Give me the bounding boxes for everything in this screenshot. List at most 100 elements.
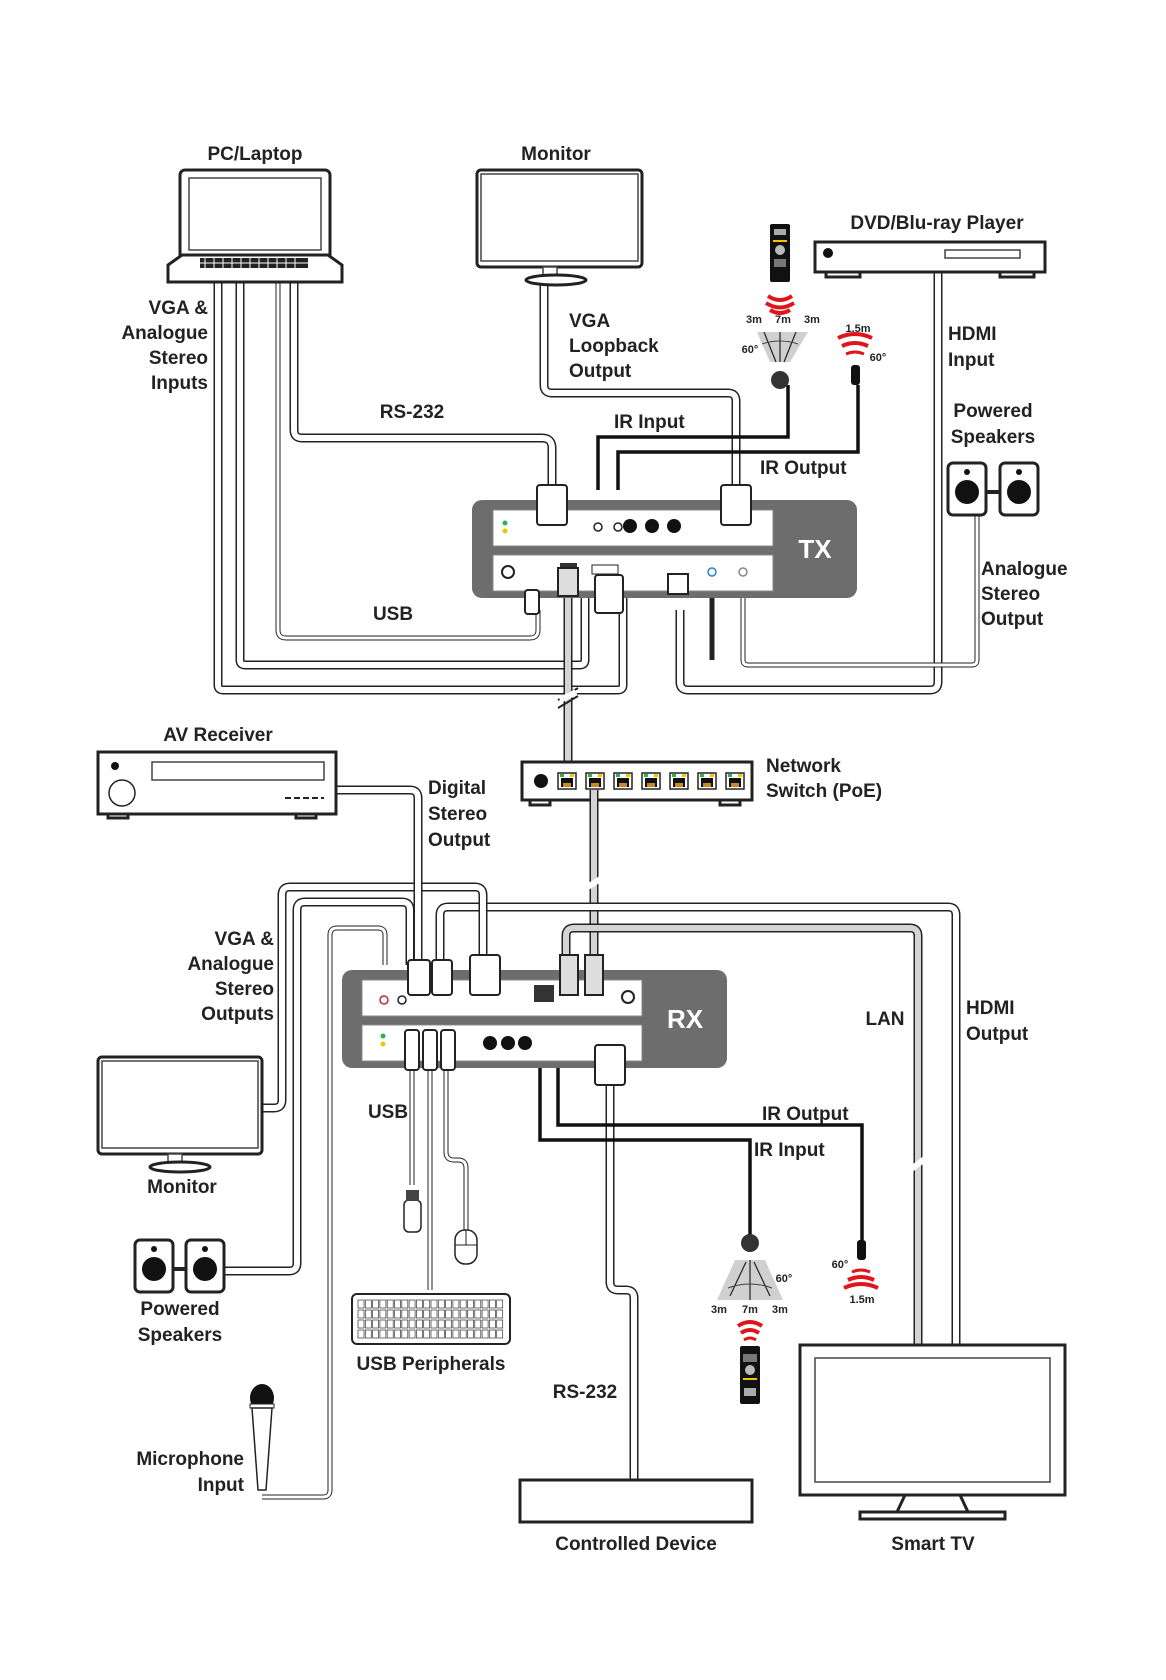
keyboard-key [416,1309,423,1319]
label-dvd-player: DVD/Blu-ray Player [850,213,1024,234]
keyboard-key [408,1309,416,1319]
keyboard-key [452,1329,460,1339]
keyboard-key [481,1299,489,1309]
powered-speakers-tx [946,461,1040,517]
powered-speakers-rx [133,1238,226,1294]
keyboard-key [467,1329,474,1339]
label-hdmi-input-1: HDMI [948,324,997,345]
label-digital-stereo-3: Output [428,830,491,851]
label-usb-peripherals: USB Peripherals [357,1354,506,1375]
keyboard-key [416,1329,423,1339]
usb-flash-drive [403,1190,422,1233]
angle-tx-receiver: 60° [742,344,759,356]
keyboard-key [474,1309,482,1319]
label-analogue-output-1: Analogue [981,559,1068,580]
label-rs232-rx: RS-232 [553,1382,617,1403]
label-speakers-tx-2: Speakers [951,427,1036,448]
keyboard-key [386,1309,394,1319]
label-rs232-tx: RS-232 [380,402,444,423]
label-monitor-tx: Monitor [521,144,591,165]
label-vga-audio-outputs-3: Stereo [215,979,274,1000]
keyboard-key [423,1329,431,1339]
keyboard-key [496,1329,504,1339]
keyboard-key [379,1299,387,1309]
label-vga-audio-inputs-4: Inputs [151,373,208,394]
label-pc-laptop: PC/Laptop [208,144,303,165]
label-smart-tv: Smart TV [891,1534,975,1555]
switch-ports [557,772,745,790]
switch-port [669,772,689,790]
keyboard-key [386,1329,394,1339]
label-ir-input-rx: IR Input [754,1140,825,1161]
ir-wires-tx [596,385,860,490]
keyboard-key [452,1319,460,1329]
cable-digital-stereo [334,785,423,965]
label-vga-audio-outputs-2: Analogue [187,954,274,975]
label-rx-unit: RX [667,1004,704,1034]
keyboard-key [481,1319,489,1329]
keyboard-key [437,1299,445,1309]
keyboard-key [372,1319,379,1329]
angle-rx-emitter: 60° [832,1259,849,1271]
label-vga-audio-inputs-1: VGA & [149,298,209,319]
cable-vga-audio-output [222,882,488,1276]
keyboard-key [423,1319,431,1329]
keyboard-key [372,1299,379,1309]
keyboard-key [489,1309,496,1319]
label-microphone-1: Microphone [136,1449,244,1470]
label-ir-input-tx: IR Input [614,412,685,433]
keyboard-key [481,1309,489,1319]
label-vga-audio-outputs-1: VGA & [215,929,275,950]
av-receiver [96,750,338,820]
controlled-device [518,1478,754,1524]
label-network-switch-1: Network [766,756,841,777]
ir-signal-icon-rx-remote [736,1320,764,1342]
remote-control-rx [740,1346,760,1404]
switch-port [557,772,577,790]
keyboard-key [357,1329,365,1339]
keyboard-key [364,1319,372,1329]
angle-tx-emitter: 60° [870,352,887,364]
keyboard-key [408,1319,416,1329]
keyboard-key [386,1319,394,1329]
ir-receiver-range-tx [757,331,808,389]
cable-vga-audio-input [213,275,628,695]
keyboard-key [394,1309,401,1319]
label-hdmi-output-2: Output [966,1024,1029,1045]
keyboard-key [416,1319,423,1329]
label-lan-rx: LAN [865,1009,904,1030]
keyboard-key [430,1299,438,1309]
label-digital-stereo-2: Stereo [428,804,487,825]
keyboard-key [459,1299,467,1309]
label-hdmi-input-2: Input [948,350,995,371]
keyboard-key [357,1319,365,1329]
keyboard-key [423,1299,431,1309]
keyboard-key [394,1319,401,1329]
keyboard-key [379,1309,387,1319]
cable-microphone [262,925,388,1500]
keyboard-key [437,1329,445,1339]
keyboard-key [489,1319,496,1329]
keyboard-key [474,1299,482,1309]
label-vga-loopback-2: Loopback [569,336,659,357]
range-rx-right: 3m [772,1304,788,1316]
remote-control-tx [770,224,790,282]
keyboard-key [474,1329,482,1339]
label-vga-audio-outputs-4: Outputs [201,1004,274,1025]
keyboard-key [467,1319,474,1329]
cable-hdmi-output [435,902,961,1345]
dvd-bluray-player [813,240,1047,279]
rx-cables [222,785,961,1500]
label-usb-rx: USB [368,1102,408,1123]
tx-unit [472,484,857,615]
keyboard-key [445,1309,452,1319]
label-speakers-rx-2: Speakers [138,1325,223,1346]
keyboard-key [401,1309,409,1319]
keyboard-key [372,1329,379,1339]
label-speakers-rx-1: Powered [140,1299,219,1320]
keyboard-key [459,1329,467,1339]
keyboard-key [467,1309,474,1319]
keyboard-key [430,1329,438,1339]
label-av-receiver: AV Receiver [163,725,273,746]
label-controlled-device: Controlled Device [555,1534,717,1555]
